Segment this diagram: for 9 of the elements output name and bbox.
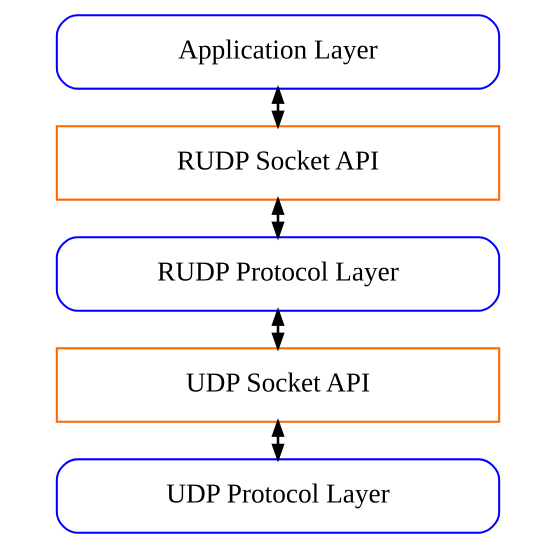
arrow [271,418,285,463]
arrow [271,196,285,240]
node-box: RUDP Protocol Layer [56,236,500,312]
node-box: UDP Socket API [56,347,500,423]
node-box: Application Layer [56,14,500,90]
arrow [271,85,285,130]
arrow [271,307,285,352]
node-box: UDP Protocol Layer [56,458,500,534]
node-box: RUDP Socket API [56,125,500,201]
